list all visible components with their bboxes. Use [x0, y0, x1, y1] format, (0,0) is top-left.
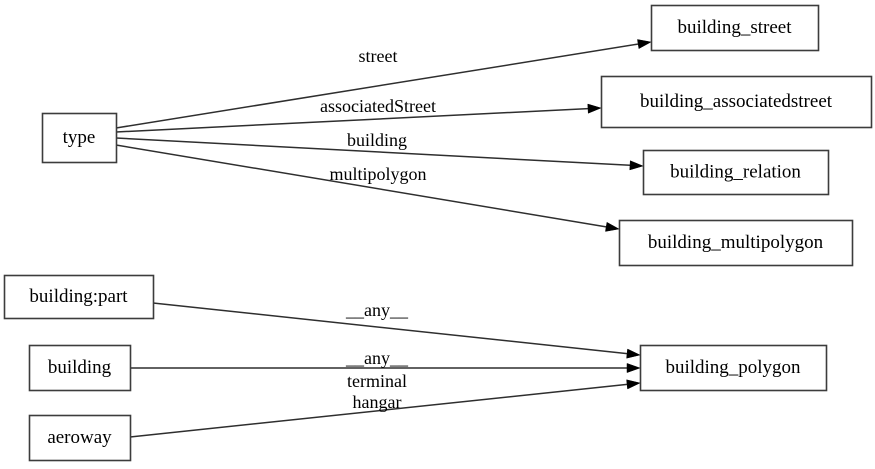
node-building_street[interactable]: building_street	[650, 4, 820, 52]
node-label: building_associatedstreet	[640, 91, 833, 112]
node-label: aeroway	[47, 427, 112, 448]
edge-label: __any__	[345, 348, 409, 368]
node-label: building_relation	[670, 161, 801, 182]
edges-layer	[115, 39, 652, 438]
node-box[interactable]	[618, 219, 854, 267]
edge-label: hangar	[353, 392, 402, 412]
edge-line	[115, 144, 607, 228]
edge-label: terminal	[347, 371, 407, 391]
node-building_part[interactable]: building:part	[3, 274, 155, 320]
node-label: building_multipolygon	[648, 232, 824, 253]
arrowhead-icon	[626, 363, 641, 373]
edge-type-multipolygon	[115, 144, 620, 232]
node-type[interactable]: type	[41, 112, 118, 164]
node-label: building	[48, 357, 112, 378]
edge-aeroway-terminal-hangar	[129, 379, 641, 438]
node-label: building_polygon	[665, 357, 801, 378]
arrowhead-icon	[626, 379, 641, 390]
edge-line	[129, 383, 628, 438]
node-box[interactable]	[650, 4, 820, 52]
edge-buildingpart-any	[152, 302, 641, 359]
edge-type-street	[115, 39, 652, 129]
edge-type-building	[115, 137, 644, 171]
edge-line	[115, 43, 639, 129]
node-box[interactable]	[28, 344, 132, 392]
node-box[interactable]	[639, 344, 828, 392]
node-label: building_street	[678, 17, 793, 38]
edge-label: street	[359, 46, 398, 66]
arrowhead-icon	[605, 221, 620, 232]
node-building_multipolygon[interactable]: building_multipolygon	[618, 219, 854, 267]
node-box[interactable]	[642, 149, 830, 196]
nodes-layer: type building_street building_associatedst…	[3, 4, 873, 462]
edge-labels-layer: street associatedStreet building multipolyg…	[320, 46, 436, 412]
edge-label: multipolygon	[329, 164, 426, 184]
edge-label: building	[347, 130, 407, 150]
node-building_polygon[interactable]: building_polygon	[639, 344, 828, 392]
node-box[interactable]	[41, 112, 118, 164]
arrowhead-icon	[629, 160, 644, 171]
node-box[interactable]	[3, 274, 155, 320]
node-box[interactable]	[28, 414, 132, 462]
edge-label: __any__	[345, 300, 409, 320]
arrowhead-icon	[587, 103, 602, 114]
node-building_relation[interactable]: building_relation	[642, 149, 830, 196]
edge-line	[152, 302, 628, 355]
edge-label: associatedStreet	[320, 96, 436, 116]
node-building_associatedstreet[interactable]: building_associatedstreet	[600, 75, 873, 129]
edge-building-any	[130, 363, 641, 373]
edge-line	[115, 137, 631, 167]
node-aeroway[interactable]: aeroway	[28, 414, 132, 462]
node-label: type	[63, 127, 96, 148]
edge-type-associatedstreet	[115, 103, 602, 133]
node-label: building:part	[29, 286, 128, 307]
arrowhead-icon	[637, 39, 652, 49]
edge-line	[115, 107, 589, 133]
node-building[interactable]: building	[28, 344, 132, 392]
arrowhead-icon	[626, 348, 641, 359]
node-box[interactable]	[600, 75, 873, 129]
